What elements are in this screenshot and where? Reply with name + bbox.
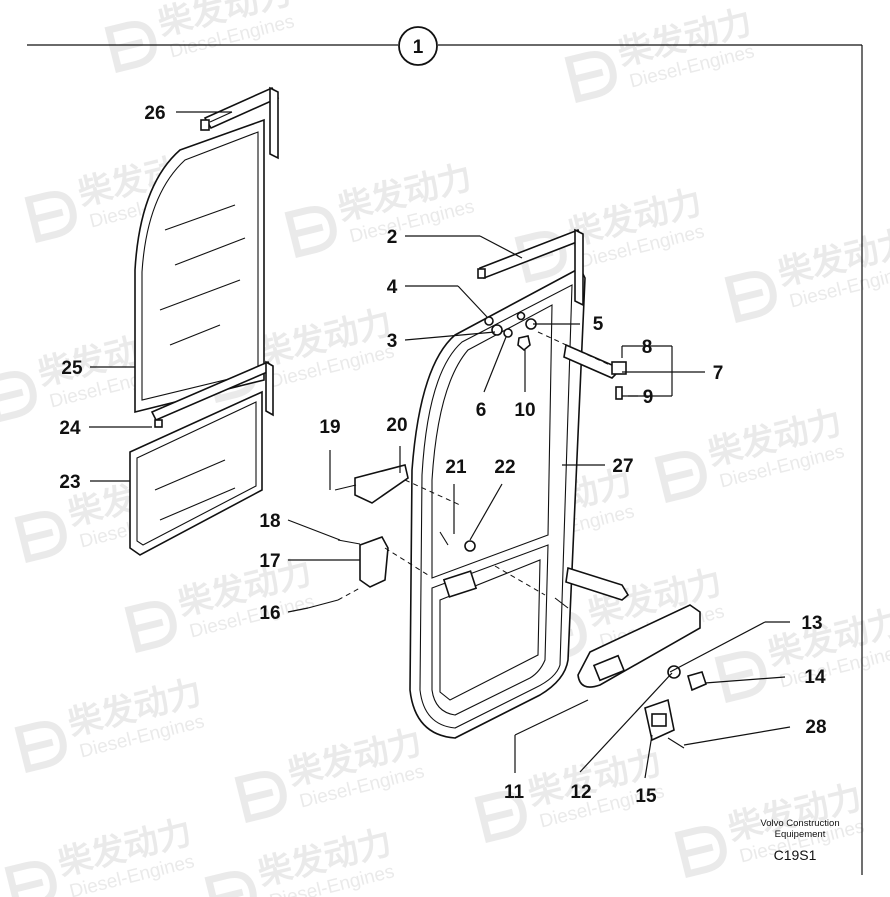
watermark-logo-icon xyxy=(234,771,287,824)
watermark-logo-icon xyxy=(0,371,37,424)
label-10: 10 xyxy=(514,400,535,421)
leader-lines xyxy=(89,111,791,779)
watermark-logo-icon xyxy=(674,826,727,879)
label-25: 25 xyxy=(61,358,83,379)
credit-line-2: Equipement xyxy=(775,829,826,840)
label-26: 26 xyxy=(144,103,165,124)
label-27: 27 xyxy=(612,456,633,477)
label-14: 14 xyxy=(804,667,826,688)
label-23: 23 xyxy=(59,472,80,493)
credit-block: Volvo Construction Equipement C19S1 xyxy=(760,818,839,863)
watermark-logo-icon xyxy=(4,861,57,897)
watermark-logo-icon xyxy=(654,451,707,504)
watermark-logo-icon xyxy=(714,651,767,704)
figure-code: C19S1 xyxy=(774,847,817,863)
label-18: 18 xyxy=(259,511,280,532)
watermark-logo-icon xyxy=(724,271,777,324)
watermark-logo-icon xyxy=(24,191,77,244)
label-12: 12 xyxy=(570,782,591,803)
label-17: 17 xyxy=(259,551,280,572)
label-16: 16 xyxy=(259,603,280,624)
label-22: 22 xyxy=(494,457,515,478)
credit-line-1: Volvo Construction xyxy=(760,818,839,829)
watermark-logo-icon xyxy=(564,51,617,104)
label-21: 21 xyxy=(445,457,467,478)
watermark-logo-icon xyxy=(204,871,257,897)
view-number-circle xyxy=(398,26,438,66)
label-5: 5 xyxy=(593,314,604,335)
part-labels: 26 2 4 3 5 8 7 9 6 10 25 24 23 19 20 21 … xyxy=(59,103,826,807)
lower-glass-assembly xyxy=(129,360,274,556)
label-2: 2 xyxy=(387,227,398,248)
watermark-logo-icon xyxy=(104,21,157,74)
label-20: 20 xyxy=(386,415,407,436)
view-number: 1 xyxy=(413,37,424,58)
label-8: 8 xyxy=(642,337,653,358)
label-3: 3 xyxy=(387,331,398,352)
watermark-logo-icon xyxy=(14,511,67,564)
label-13: 13 xyxy=(801,613,822,634)
watermark-logo-icon xyxy=(284,206,337,259)
label-19: 19 xyxy=(319,417,340,438)
watermark-logo-icon xyxy=(474,791,527,844)
label-11: 11 xyxy=(504,782,525,803)
label-15: 15 xyxy=(635,786,657,807)
label-9: 9 xyxy=(643,387,654,408)
diagram-frame: 1 xyxy=(27,26,863,875)
watermark-logo-icon xyxy=(14,721,67,774)
label-6: 6 xyxy=(476,400,487,421)
small-hardware xyxy=(307,311,707,749)
upper-glass-assembly xyxy=(134,86,280,414)
door-frame xyxy=(409,228,586,739)
watermark-logo-icon xyxy=(124,601,177,654)
label-7: 7 xyxy=(713,363,724,384)
label-4: 4 xyxy=(387,277,398,298)
label-28: 28 xyxy=(805,717,826,738)
label-24: 24 xyxy=(59,418,81,439)
